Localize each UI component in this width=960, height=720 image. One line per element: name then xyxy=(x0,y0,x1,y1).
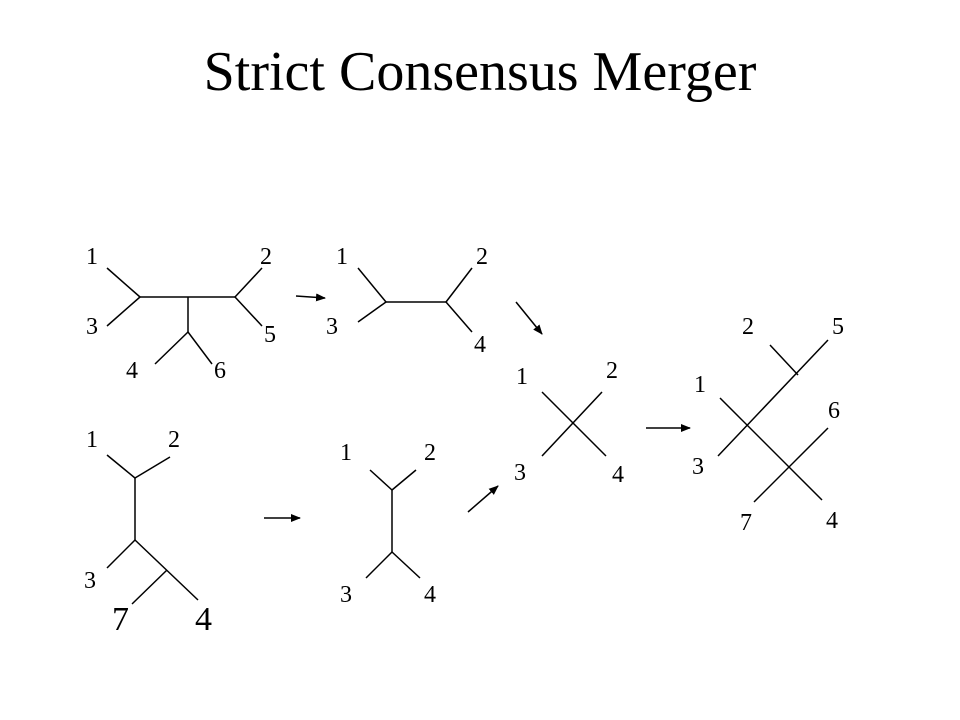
tree-5-leaf-2: 2 xyxy=(606,358,618,384)
tree-6-leaf-1: 1 xyxy=(694,372,706,398)
tree-4-leaf-2: 2 xyxy=(424,440,436,466)
tree-5-leaf-3: 3 xyxy=(514,460,526,486)
tree-4-leaf-3: 3 xyxy=(340,582,352,608)
tree-1-leaf-2: 2 xyxy=(260,244,272,270)
tree-6-leaf-2: 2 xyxy=(742,314,754,340)
tree-6-leaf-7: 7 xyxy=(740,510,752,536)
tree-6-leaf-5: 5 xyxy=(832,314,844,340)
tree-1: 1 2 3 5 4 6 xyxy=(86,244,276,384)
tree-3-leaf-2: 2 xyxy=(168,427,180,453)
tree-5-leaf-4: 4 xyxy=(612,462,624,488)
tree-2-leaf-1: 1 xyxy=(336,244,348,270)
tree-3-leaf-7: 7 xyxy=(112,601,129,638)
tree-2-leaf-3: 3 xyxy=(326,314,338,340)
arrow-tree1-to-tree2 xyxy=(295,293,326,302)
tree-1-leaf-1: 1 xyxy=(86,244,98,270)
tree-5: 1 2 3 4 xyxy=(514,358,624,488)
tree-1-leaf-4: 4 xyxy=(126,358,138,384)
tree-3-leaf-1: 1 xyxy=(86,427,98,453)
tree-2-leaf-2: 2 xyxy=(476,244,488,270)
tree-5-leaf-1: 1 xyxy=(516,364,528,390)
tree-6: 2 5 1 6 3 7 4 xyxy=(692,314,844,536)
arrow-tree4-to-tree5 xyxy=(467,485,499,513)
tree-1-leaf-3: 3 xyxy=(86,314,98,340)
tree-3: 1 2 3 7 4 xyxy=(84,427,212,638)
tree-1-leaf-6: 6 xyxy=(214,358,226,384)
tree-4: 1 2 3 4 xyxy=(340,440,436,608)
tree-2-leaf-4: 4 xyxy=(474,332,486,358)
tree-3-leaf-4: 4 xyxy=(195,601,212,638)
tree-2: 1 2 3 4 xyxy=(326,244,488,358)
arrow-tree2-to-tree5 xyxy=(515,301,543,335)
tree-4-leaf-1: 1 xyxy=(340,440,352,466)
tree-4-leaf-4: 4 xyxy=(424,582,436,608)
tree-3-leaf-3: 3 xyxy=(84,568,96,594)
tree-6-leaf-3: 3 xyxy=(692,454,704,480)
tree-6-leaf-4: 4 xyxy=(826,508,838,534)
tree-1-leaf-5: 5 xyxy=(264,322,276,348)
slide-title: Strict Consensus Merger xyxy=(203,41,757,103)
tree-6-leaf-6: 6 xyxy=(828,398,840,424)
